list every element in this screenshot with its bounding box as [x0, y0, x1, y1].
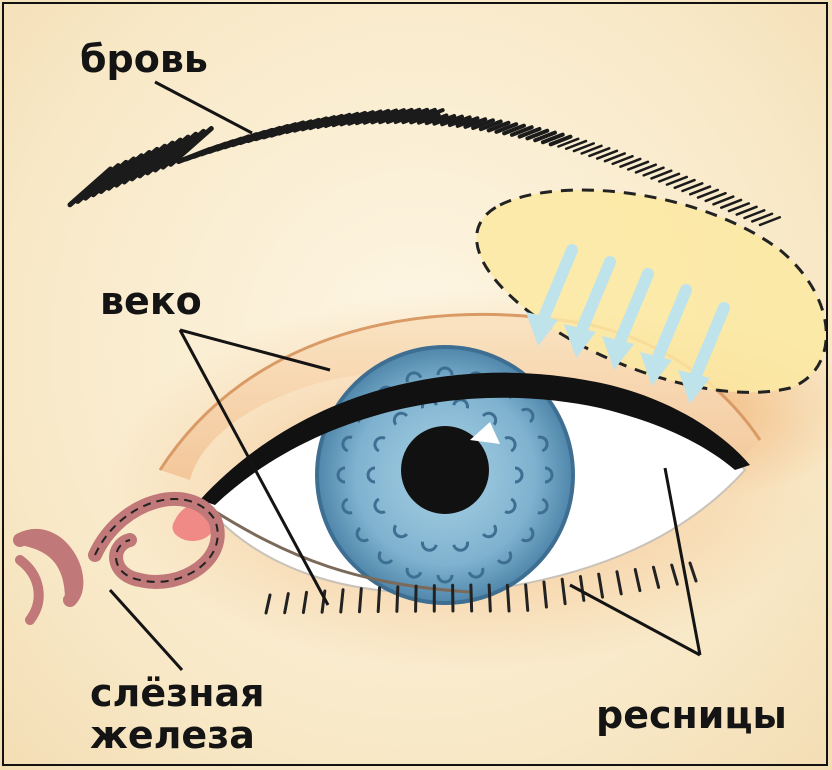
eyelashes-label: ресницы — [596, 696, 787, 734]
lower-lash — [471, 585, 472, 611]
eyebrow-label: бровь — [80, 40, 208, 78]
lower-lash — [416, 586, 417, 611]
lower-lash — [489, 585, 490, 611]
tear-gland-label-line2: железа — [90, 716, 255, 754]
lower-lash — [359, 589, 361, 612]
eyelid-label: веко — [100, 282, 202, 320]
leader-eyebrow — [155, 82, 252, 133]
tear-gland-label-line1: слёзная — [90, 674, 265, 712]
lower-lash — [397, 587, 398, 612]
lower-lash — [507, 585, 509, 611]
lower-lash — [378, 588, 379, 612]
lower-lash — [526, 585, 528, 611]
leader-tear-gland — [110, 590, 182, 670]
